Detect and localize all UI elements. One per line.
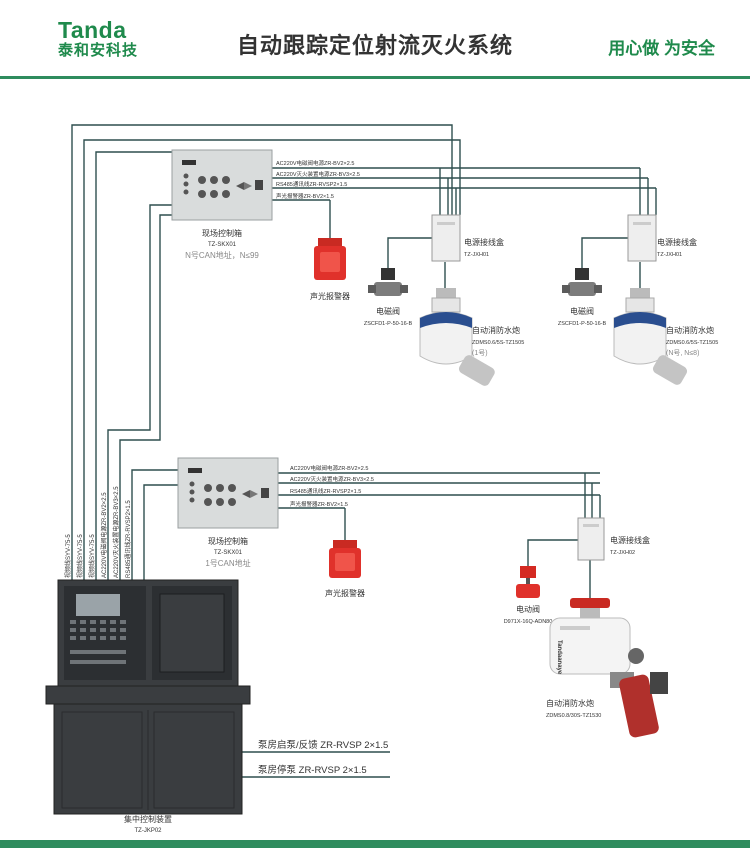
vertical-cable-labels: 视频线SYV-75-5 视频线SYV-75-5 视频线SYV-75-5 AC22… bbox=[64, 486, 132, 578]
wire-bus-4 bbox=[107, 204, 172, 580]
water-cannon-a: 自动消防水炮 ZDMS0.6/5S-TZ1505 (1号) bbox=[419, 288, 524, 386]
cannon-c-model: ZDMS0.8/30S-TZ1530 bbox=[546, 713, 601, 719]
controller-name: 集中控制装置 bbox=[124, 814, 172, 824]
cannon-a-model: ZDMS0.6/5S-TZ1505 bbox=[472, 340, 524, 346]
vlabel-4: AC220V灭火装置电源ZR-BV3×2.5 bbox=[112, 486, 120, 578]
panel2-cable-2: RS485通讯线ZR-RVSP2×1.5 bbox=[290, 487, 361, 495]
page-title: 自动跟踪定位射流灭火系统 bbox=[236, 33, 513, 58]
panel2-name: 现场控制箱 bbox=[208, 536, 248, 546]
vlabel-3: AC220V电磁阀电源ZR-BV2×2.5 bbox=[100, 492, 108, 578]
panel1-cable-3: 声光报警器ZR-BV2×1.5 bbox=[276, 192, 334, 200]
panel2-cable-1: AC220V灭火装置电源ZR-BV3×2.5 bbox=[290, 475, 374, 483]
vlabel-0: 视频线SYV-75-5 bbox=[64, 534, 72, 578]
panel2-cable-0: AC220V电磁阀电源ZR-BV2×2.5 bbox=[290, 464, 368, 472]
box-a-name: 电源接线盒 bbox=[464, 237, 504, 247]
panel2-cable-3: 声光报警器ZR-BV2×1.5 bbox=[290, 500, 348, 508]
cannon-c-name: 自动消防水炮 bbox=[546, 698, 594, 708]
alarm2-name: 声光报警器 bbox=[325, 588, 365, 598]
alarm-1: 声光报警器 bbox=[310, 238, 350, 301]
box-b-name: 电源接线盒 bbox=[657, 237, 697, 247]
solenoid-valve-b: 电磁阀 ZSCFD1-P-50-16-B bbox=[558, 268, 607, 327]
junction-box-c: 电源接线盒 TZ-JXH02 bbox=[577, 517, 650, 561]
valve-b-model: ZSCFD1-P-50-16-B bbox=[558, 321, 607, 327]
cannon-b-note: (N号, N≤8) bbox=[666, 349, 699, 357]
panel1-model: TZ-SKX01 bbox=[208, 242, 237, 248]
vlabel-5: RS485通讯线ZR-RVSP2×1.5 bbox=[124, 500, 132, 578]
alarm1-name: 声光报警器 bbox=[310, 291, 350, 301]
cannon-a-note: (1号) bbox=[472, 349, 488, 357]
wire-bus-6 bbox=[131, 469, 178, 580]
site-control-box-1: 现场控制箱 TZ-SKX01 N号CAN地址，N≤99 bbox=[171, 149, 273, 260]
box-c-model: TZ-JXH02 bbox=[610, 550, 635, 556]
top-divider bbox=[0, 76, 750, 79]
wiring bbox=[71, 124, 657, 778]
panel1-cable-labels: AC220V电磁阀电源ZR-BV2×2.5 AC220V灭火装置电源ZR-BV3… bbox=[276, 159, 360, 200]
wire-bus-1 bbox=[71, 124, 453, 580]
solenoid-valve-a: 电磁阀 ZSCFD1-P-50-16-B bbox=[364, 268, 413, 327]
valve-a-name: 电磁阀 bbox=[376, 306, 400, 316]
panel1-cable-1: AC220V灭火装置电源ZR-BV3×2.5 bbox=[276, 170, 360, 178]
slogan: 用心做 为安全 bbox=[608, 39, 715, 58]
water-cannon-b: 自动消防水炮 ZDMS0.6/5S-TZ1505 (N号, N≤8) bbox=[613, 288, 718, 385]
wire-bus-3 bbox=[95, 151, 172, 580]
junction-box-a: 电源接线盒 TZ-JXH01 bbox=[431, 214, 504, 262]
cannon-b-model: ZDMS0.6/5S-TZ1505 bbox=[666, 340, 718, 346]
cannon-a-name: 自动消防水炮 bbox=[472, 325, 520, 335]
cannon-b-name: 自动消防水炮 bbox=[666, 325, 714, 335]
brand-cn: 泰和安科技 bbox=[58, 42, 139, 59]
controller-model: TZ-JKP02 bbox=[134, 828, 162, 834]
site-control-box-2: 现场控制箱 TZ-SKX01 1号CAN地址 bbox=[177, 457, 279, 568]
cannon-c-brand: Tandaanaye bbox=[556, 640, 562, 675]
wire-bus-7 bbox=[143, 484, 178, 580]
wire-bus-5 bbox=[119, 214, 172, 580]
motorized-valve-c: 电动阀 D971X-16Q-ADN80 bbox=[504, 566, 553, 625]
panel2-model: TZ-SKX01 bbox=[214, 550, 243, 556]
brand-en: Tanda bbox=[58, 17, 127, 43]
water-cannon-c: Tandaanaye 自动消防水炮 ZDMS0.8/30S-TZ1530 bbox=[546, 598, 668, 738]
header: Tanda 泰和安科技 自动跟踪定位射流灭火系统 用心做 为安全 bbox=[0, 0, 750, 78]
box-c-name: 电源接线盒 bbox=[610, 535, 650, 545]
panel2-note: 1号CAN地址 bbox=[205, 558, 250, 568]
valve-b-name: 电磁阀 bbox=[570, 306, 594, 316]
panel1-cable-0: AC220V电磁阀电源ZR-BV2×2.5 bbox=[276, 159, 354, 167]
panel1-cable-2: RS485通讯线ZR-RVSP2×1.5 bbox=[276, 180, 347, 188]
box-a-model: TZ-JXH01 bbox=[464, 252, 489, 258]
panel1-note: N号CAN地址，N≤99 bbox=[185, 250, 259, 260]
bottom-divider bbox=[0, 840, 750, 848]
alarm-2: 声光报警器 bbox=[325, 540, 365, 598]
panel1-name: 现场控制箱 bbox=[202, 228, 242, 238]
brand-logo: Tanda 泰和安科技 bbox=[58, 18, 138, 60]
pump-line-0: 泵房启泵/反馈 ZR-RVSP 2×1.5 bbox=[258, 739, 388, 751]
junction-box-b: 电源接线盒 TZ-JXH01 bbox=[627, 214, 697, 262]
box-b-model: TZ-JXH01 bbox=[657, 252, 682, 258]
vlabel-1: 视频线SYV-75-5 bbox=[76, 534, 84, 578]
central-controller: 集中控制装置 TZ-JKP02 bbox=[45, 579, 251, 834]
pump-line-1: 泵房停泵 ZR-RVSP 2×1.5 bbox=[258, 764, 367, 776]
valve-c-model: D971X-16Q-ADN80 bbox=[504, 619, 553, 625]
vlabel-2: 视频线SYV-75-5 bbox=[88, 534, 96, 578]
pump-line-labels: 泵房启泵/反馈 ZR-RVSP 2×1.5 泵房停泵 ZR-RVSP 2×1.5 bbox=[258, 739, 388, 776]
valve-c-name: 电动阀 bbox=[516, 604, 540, 614]
panel2-cable-labels: AC220V电磁阀电源ZR-BV2×2.5 AC220V灭火装置电源ZR-BV3… bbox=[290, 464, 374, 508]
valve-a-model: ZSCFD1-P-50-16-B bbox=[364, 321, 413, 327]
